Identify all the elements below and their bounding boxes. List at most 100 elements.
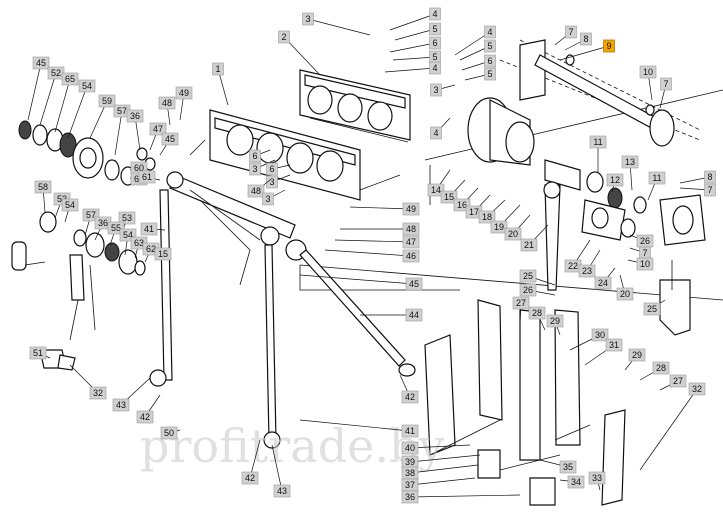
callout-number: 10 [640,259,650,269]
callout-number: 55 [111,223,121,233]
callout-number: 59 [102,96,112,106]
callout-number: 1 [215,64,220,74]
callout-4: 4 [384,61,441,75]
callout-box [512,296,530,310]
callout-number: 29 [632,350,642,360]
callout-number: 6 [432,38,437,48]
callout-box [519,269,537,283]
callout-leader-line [639,388,698,471]
callout-number: 58 [38,182,48,192]
callout-34: 34 [559,475,585,489]
callout-51: 51 [29,346,51,360]
callout-box [175,86,193,100]
callout-box [429,22,441,36]
callout-number: 31 [609,340,619,350]
callout-box [249,162,261,176]
callout-number: 7 [663,79,668,89]
callout-number: 5 [432,52,437,62]
callout-leader-line [409,477,476,486]
callout-28: 28 [528,306,546,331]
callout-box [605,338,623,352]
callout-48: 48 [158,96,176,126]
callout-box [621,155,639,169]
callout-10: 10 [627,257,654,271]
callout-number: 6 [269,164,274,174]
callout-number: 44 [409,310,419,320]
callout-58: 58 [34,180,52,213]
callout-12: 12 [606,173,624,193]
callout-box [589,135,607,149]
callout-box [405,277,423,291]
callout-number: 26 [640,236,650,246]
callout-7: 7 [554,25,577,46]
callout-number: 12 [610,175,620,185]
callout-box [704,170,716,184]
callout-number: 42 [405,392,415,402]
callout-3: 3 [302,12,371,36]
callout-number: 5 [487,69,492,79]
bracket-25 [659,279,691,336]
callout-number: 39 [405,457,415,467]
callout-11: 11 [647,171,666,201]
callout-number: 61 [142,172,152,182]
callout-number: 38 [405,468,415,478]
callout-box [78,79,96,93]
callout-number: 5 [432,24,437,34]
callout-number: 16 [457,200,467,210]
callout-number: 23 [582,266,592,276]
callout-6: 6 [266,162,291,176]
callout-box [29,346,47,360]
callout-number: 37 [405,480,415,490]
callout-61: 61 [138,170,161,184]
callout-box [266,175,278,189]
callout-4: 4 [430,117,451,140]
callout-number: 54 [82,81,92,91]
callout-number: 3 [265,194,270,204]
callout-box [401,441,419,455]
callout-box [648,171,666,185]
callout-41: 41 [299,419,419,438]
callout-60: 60 [129,161,148,175]
callout-45: 45 [159,132,179,156]
callout-5: 5 [464,67,496,81]
callout-20: 20 [504,214,531,241]
callout-box-highlighted [603,39,615,53]
callout-number: 3 [269,177,274,187]
callout-number: 30 [595,330,605,340]
callout-30: 30 [569,328,609,351]
callout-26: 26 [629,234,654,248]
callout-box [61,72,79,86]
callout-box [484,25,496,39]
callout-38: 38 [401,464,479,480]
callout-49: 49 [349,202,420,216]
callout-36: 36 [401,490,521,504]
callout-27: 27 [512,296,530,326]
callout-number: 2 [281,32,286,42]
callout-42: 42 [136,394,161,424]
callout-box [504,227,522,241]
callout-box [140,222,158,236]
callout-leader-line [389,13,436,31]
callout-box [402,202,420,216]
callout-3: 3 [266,174,291,189]
callout-box [138,170,156,184]
callout-number: 7 [642,248,647,258]
callout-box [628,348,646,362]
callout-box [241,471,259,485]
callout-number: 25 [523,271,533,281]
callout-box [429,7,441,21]
callout-8: 8 [564,32,592,51]
callout-leader-line [389,42,436,53]
callout-box [158,96,176,110]
upper-frame-assembly [299,69,411,143]
callout-13: 13 [621,155,639,191]
callout-number: 10 [643,67,653,77]
callout-box [405,308,423,322]
callout-box [588,471,606,485]
callout-number: 32 [692,384,702,394]
callout-24: 24 [594,267,616,290]
callout-leader-line [454,31,491,56]
lower-frame-assembly [189,109,401,201]
callout-25: 25 [519,269,556,286]
callout-6: 6 [249,149,271,163]
